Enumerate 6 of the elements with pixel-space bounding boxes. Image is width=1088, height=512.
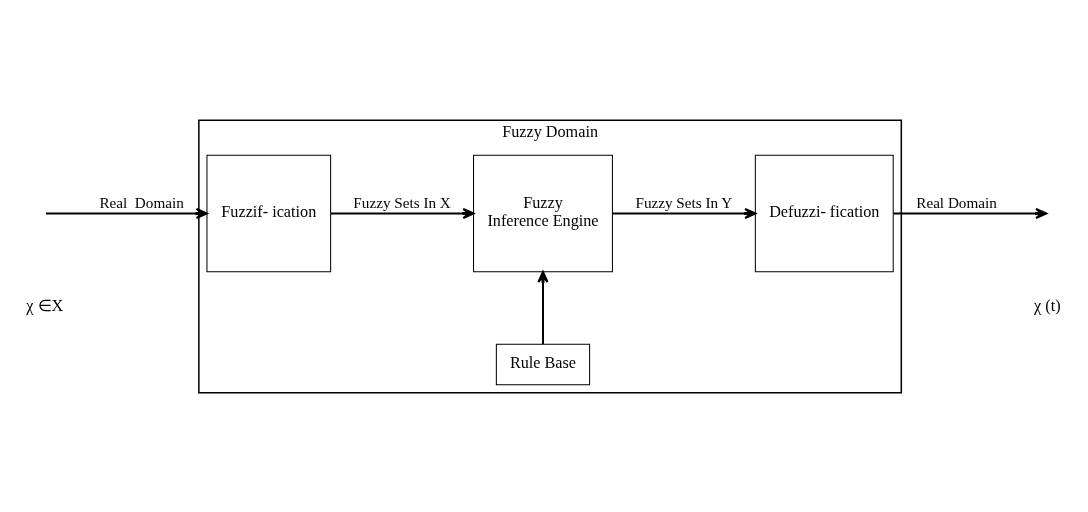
label: χ (t) — [1034, 296, 1061, 315]
edge-label: Fuzzy Sets In Y — [635, 193, 733, 211]
edge-label: Real Domain — [916, 193, 997, 211]
edge-label: Real Domain — [99, 193, 184, 211]
label: χ ∈X — [26, 296, 64, 315]
edge-label: Fuzzy Sets In X — [353, 193, 451, 211]
